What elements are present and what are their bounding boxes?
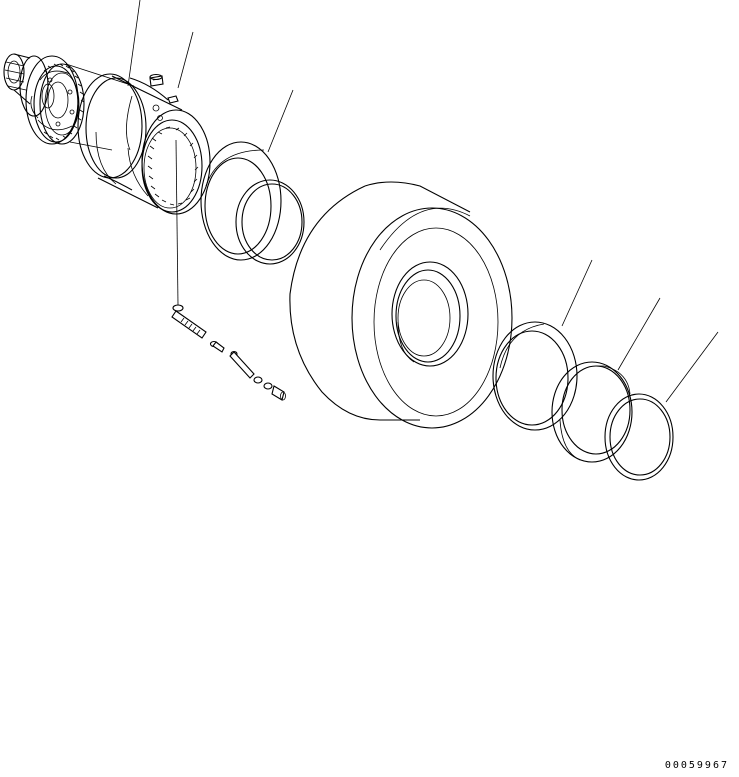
side-ring	[493, 322, 577, 430]
final-drive-hub	[4, 54, 134, 150]
o-ring	[168, 96, 178, 103]
leader-side-ring	[562, 260, 592, 326]
leader-valve-stem	[176, 140, 178, 305]
leader-bead-seat-band	[666, 332, 718, 402]
plug	[150, 75, 163, 87]
valve-stem	[172, 305, 286, 400]
leader-lock-ring	[268, 90, 293, 152]
lock-ring-outer	[552, 362, 632, 462]
rim	[78, 74, 210, 214]
leader-o-ring	[178, 32, 193, 88]
o-ring-seal	[236, 180, 304, 264]
callout-leaders	[128, 0, 718, 402]
bead-seat-band	[605, 394, 673, 480]
leader-lock-ring-outer	[618, 298, 660, 370]
lock-ring	[201, 142, 281, 260]
tire	[290, 182, 512, 428]
leader-rim	[128, 0, 140, 86]
drawing-number: 00059967	[664, 760, 729, 771]
